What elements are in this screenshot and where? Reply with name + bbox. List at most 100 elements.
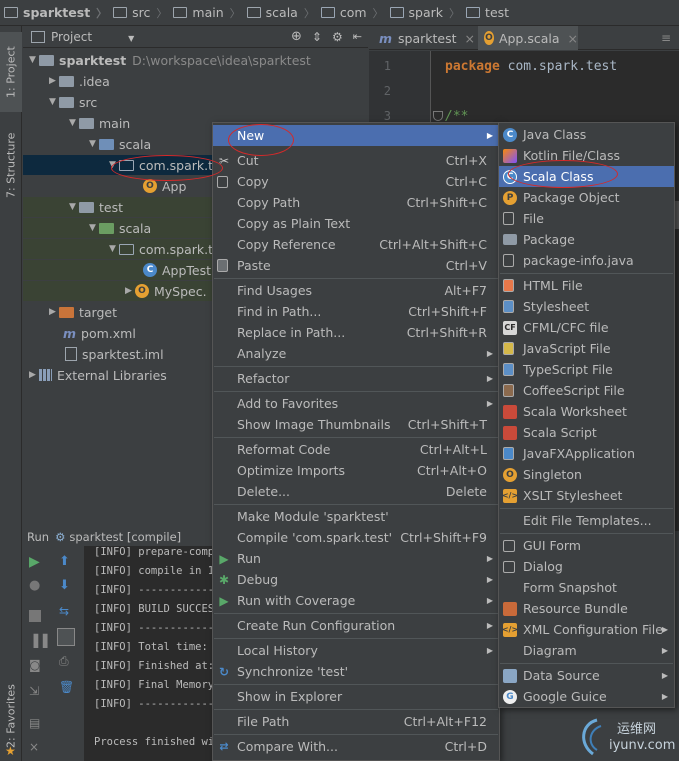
collapse-icon[interactable]: ⇕ bbox=[311, 29, 322, 44]
tree-item-external-libraries[interactable]: ▶External Libraries bbox=[29, 367, 167, 383]
menu-item-replace-in-path[interactable]: Replace in Path...Ctrl+Shift+R bbox=[237, 325, 487, 340]
menu-item-new[interactable]: New▶ bbox=[213, 125, 499, 146]
menu-item-refactor[interactable]: Refactor▶ bbox=[237, 371, 493, 386]
submenu-item-package-info[interactable]: package-info.java bbox=[499, 250, 674, 271]
collapse-arrow-icon[interactable]: ▶ bbox=[49, 76, 56, 86]
expand-arrow-icon[interactable]: ▼ bbox=[89, 223, 96, 233]
submenu-item-data-source[interactable]: Data Source▶ bbox=[499, 665, 674, 686]
expand-arrow-icon[interactable]: ▼ bbox=[29, 55, 36, 65]
menu-item-synchronize[interactable]: ↻Synchronize 'test' bbox=[218, 664, 349, 679]
run-console[interactable]: [INFO] prepare-compile [INFO] compile in… bbox=[84, 546, 214, 761]
submenu-item-edit-file-templates[interactable]: Edit File Templates... bbox=[523, 513, 652, 528]
tree-item-target[interactable]: ▶target bbox=[49, 304, 118, 320]
expand-arrow-icon[interactable]: ▼ bbox=[89, 139, 96, 149]
stop-icon[interactable] bbox=[29, 610, 41, 622]
soft-wrap-icon[interactable]: ⇆ bbox=[59, 604, 70, 618]
collapse-arrow-icon[interactable]: ▶ bbox=[49, 307, 56, 317]
collapse-arrow-icon[interactable]: ▶ bbox=[125, 286, 132, 296]
tabs-menu-icon[interactable]: ≡ bbox=[660, 31, 671, 45]
menu-item-make-module[interactable]: Make Module 'sparktest' bbox=[237, 509, 389, 524]
expand-arrow-icon[interactable]: ▼ bbox=[69, 202, 76, 212]
rerun-icon[interactable]: ▶ bbox=[29, 554, 40, 570]
expand-arrow-icon[interactable]: ▼ bbox=[69, 118, 76, 128]
expand-arrow-icon[interactable]: ▼ bbox=[109, 160, 116, 170]
up-arrow-icon[interactable]: ⬆ bbox=[59, 554, 70, 569]
submenu-item-javafx[interactable]: JavaFXApplication bbox=[499, 443, 674, 464]
submenu-item-diagram[interactable]: Diagram▶ bbox=[523, 643, 668, 658]
scroll-to-end-icon[interactable] bbox=[57, 628, 75, 646]
menu-item-create-run-configuration[interactable]: Create Run Configuration▶ bbox=[237, 618, 493, 633]
camera-icon[interactable]: ◙ bbox=[29, 658, 41, 672]
submenu-item-xslt[interactable]: </>XSLT Stylesheet bbox=[501, 488, 623, 503]
submenu-item-dialog[interactable]: Dialog bbox=[499, 556, 674, 577]
breadcrumb-item-com[interactable]: com〉 bbox=[319, 3, 388, 23]
expand-arrow-icon[interactable]: ▼ bbox=[109, 244, 116, 254]
submenu-item-form-snapshot[interactable]: Form Snapshot bbox=[523, 580, 617, 595]
menu-item-compare-with[interactable]: ⇄Compare With...Ctrl+D bbox=[213, 736, 499, 757]
menu-item-compile[interactable]: Compile 'com.spark.test'Ctrl+Shift+F9 bbox=[237, 530, 487, 545]
fold-marker-icon[interactable] bbox=[433, 111, 443, 121]
menu-item-analyze[interactable]: Analyze▶ bbox=[237, 346, 493, 361]
pause-icon[interactable]: ▐▐ bbox=[29, 634, 48, 648]
trash-icon[interactable]: 🗑 bbox=[59, 680, 75, 694]
submenu-item-resource-bundle[interactable]: Resource Bundle bbox=[499, 598, 674, 619]
close-panel-icon[interactable]: × bbox=[29, 740, 40, 754]
editor-scrollbar[interactable] bbox=[675, 201, 679, 229]
menu-item-show-in-explorer[interactable]: Show in Explorer bbox=[237, 689, 343, 704]
submenu-item-scala-worksheet[interactable]: Scala Worksheet bbox=[499, 401, 674, 422]
tab-structure[interactable]: 7: Structure bbox=[4, 132, 18, 198]
target-icon[interactable]: ⊕ bbox=[291, 29, 302, 44]
submenu-item-xml-configuration[interactable]: </>XML Configuration File▶ bbox=[501, 622, 668, 637]
submenu-item-javascript[interactable]: JavaScript File bbox=[499, 338, 674, 359]
submenu-item-stylesheet[interactable]: Stylesheet bbox=[499, 296, 674, 317]
submenu-item-typescript[interactable]: TypeScript File bbox=[499, 359, 674, 380]
submenu-item-coffeescript[interactable]: CoffeeScript File bbox=[499, 380, 674, 401]
menu-item-debug[interactable]: ✱Debug▶ bbox=[218, 572, 493, 587]
close-icon[interactable]: × bbox=[567, 30, 578, 46]
collapse-arrow-icon[interactable]: ▶ bbox=[29, 370, 36, 380]
menu-item-copy-plain-text[interactable]: Copy as Plain Text bbox=[237, 216, 351, 231]
menu-item-run[interactable]: ▶Run▶ bbox=[213, 548, 499, 569]
breadcrumb-item-scala[interactable]: scala〉 bbox=[245, 3, 319, 23]
breadcrumb-item-src[interactable]: src〉 bbox=[111, 3, 171, 23]
tree-item-idea[interactable]: ▶.idea bbox=[49, 73, 110, 89]
debug-icon[interactable]: ● bbox=[29, 578, 41, 593]
expand-arrow-icon[interactable]: ▼ bbox=[49, 97, 56, 107]
gear-icon[interactable]: ⚙ bbox=[331, 29, 343, 44]
menu-item-add-to-favorites[interactable]: Add to Favorites▶ bbox=[237, 396, 493, 411]
submenu-item-scala-script[interactable]: Scala Script bbox=[499, 422, 674, 443]
tree-item-main[interactable]: ▼main bbox=[69, 115, 131, 131]
menu-item-delete[interactable]: Delete...Delete bbox=[237, 484, 487, 499]
project-view-selector[interactable]: Project▼ bbox=[51, 29, 135, 44]
submenu-item-file[interactable]: File bbox=[499, 208, 674, 229]
tree-item-scala-main[interactable]: ▼scala bbox=[89, 136, 152, 152]
submenu-item-gui-form[interactable]: GUI Form bbox=[499, 535, 674, 556]
tree-item-iml[interactable]: sparktest.iml bbox=[23, 344, 368, 364]
down-arrow-icon[interactable]: ⬇ bbox=[59, 578, 70, 593]
submenu-item-kotlin-file[interactable]: Kotlin File/Class bbox=[499, 145, 674, 166]
submenu-item-package[interactable]: Package bbox=[499, 229, 674, 250]
menu-item-local-history[interactable]: Local History▶ bbox=[237, 643, 493, 658]
exit-icon[interactable]: ⇲ bbox=[29, 684, 40, 698]
close-icon[interactable]: × bbox=[464, 30, 476, 46]
submenu-item-html-file[interactable]: HTML File bbox=[499, 275, 674, 296]
breadcrumb-item-main[interactable]: main〉 bbox=[171, 3, 244, 23]
